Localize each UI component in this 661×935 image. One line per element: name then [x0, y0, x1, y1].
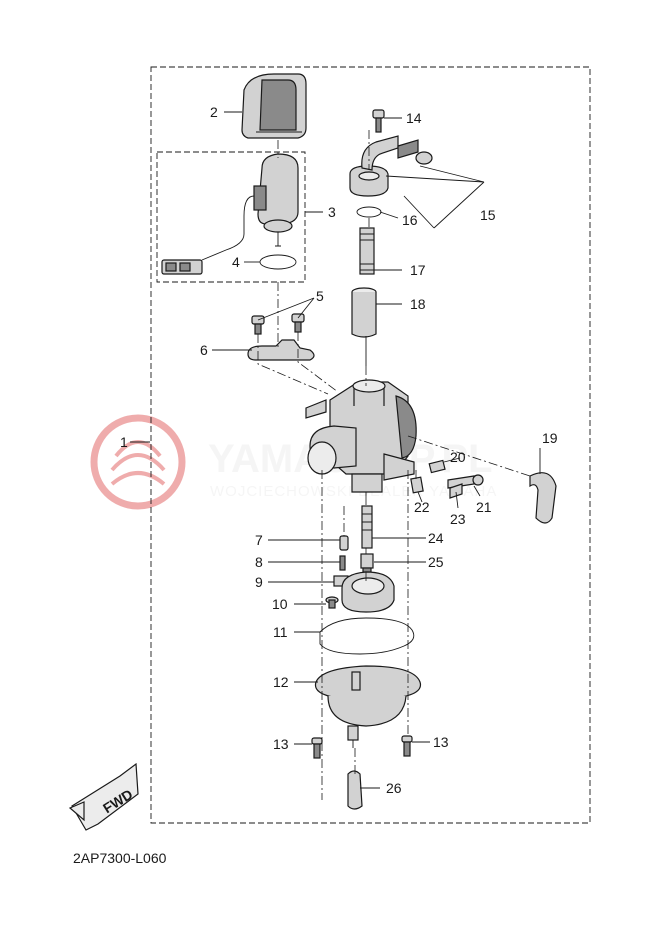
callout-2: 2: [210, 104, 218, 120]
part-9-float: [333, 571, 395, 613]
part-7-pin: [339, 535, 349, 551]
part-24-nozzle: [361, 505, 373, 549]
part-10-screw: [325, 596, 339, 609]
part-14-screw: [372, 109, 385, 133]
callout-4: 4: [232, 254, 240, 270]
part-15-cable-adjuster: [349, 135, 485, 229]
part-22-spring: [410, 476, 424, 494]
callout-7: 7: [255, 532, 263, 548]
assembly-lines: [257, 130, 531, 800]
callout-11: 11: [273, 624, 288, 640]
part-19-hose: [529, 472, 557, 524]
diagram-code: 2AP7300-L060: [73, 850, 167, 866]
callout-3: 3: [328, 204, 336, 220]
sub-assembly-frame: [156, 151, 306, 283]
callout-1: 1: [120, 434, 128, 450]
part-13-screw-left: [311, 737, 323, 759]
part-12-float-chamber: [314, 665, 422, 748]
callout-14: 14: [406, 110, 422, 126]
part-3-choke: [161, 153, 299, 275]
callout-8: 8: [255, 554, 263, 570]
part-25-jet: [360, 553, 374, 573]
callout-9: 9: [255, 574, 263, 590]
callout-16: 16: [402, 212, 418, 228]
part-21-screw: [447, 474, 484, 489]
callout-15: 15: [480, 207, 496, 223]
part-8-pin: [339, 555, 346, 571]
callout-26: 26: [386, 780, 402, 796]
part-17-spring: [359, 227, 375, 275]
callout-10: 10: [272, 596, 288, 612]
callout-5: 5: [316, 288, 324, 304]
part-4-o-ring: [259, 254, 297, 270]
part-23-screw: [449, 483, 463, 499]
fwd-arrow-icon: FWD: [68, 762, 139, 831]
callout-20: 20: [450, 449, 466, 465]
callout-18: 18: [410, 296, 426, 312]
part-2-cover: [241, 73, 307, 139]
part-18-throttle-valve: [351, 287, 377, 366]
callout-23: 23: [450, 511, 466, 527]
part-26-drain-hose: [347, 770, 363, 810]
callout-21: 21: [476, 499, 492, 515]
callout-13-left: 13: [273, 736, 289, 752]
callout-19: 19: [542, 430, 558, 446]
watermark-logo-icon: [90, 414, 186, 510]
callout-13-right: 13: [433, 734, 449, 750]
callout-12: 12: [273, 674, 289, 690]
callout-labels: 1 2 3 4 5 6 7 8 9 10 11 12 13 13 14 15 1…: [120, 104, 558, 796]
assembly-frame: [150, 66, 591, 824]
callout-22: 22: [414, 499, 430, 515]
callout-24: 24: [428, 530, 444, 546]
part-1-carburetor-body: [305, 379, 417, 496]
part-13-screw-right: [401, 735, 413, 757]
callout-17: 17: [410, 262, 426, 278]
callout-6: 6: [200, 342, 208, 358]
part-16-ring: [356, 206, 382, 218]
callout-leaders: [130, 111, 541, 789]
callout-25: 25: [428, 554, 444, 570]
part-20-spring: [428, 459, 446, 474]
part-11-gasket: [319, 617, 415, 655]
part-6-plate: [247, 339, 315, 361]
